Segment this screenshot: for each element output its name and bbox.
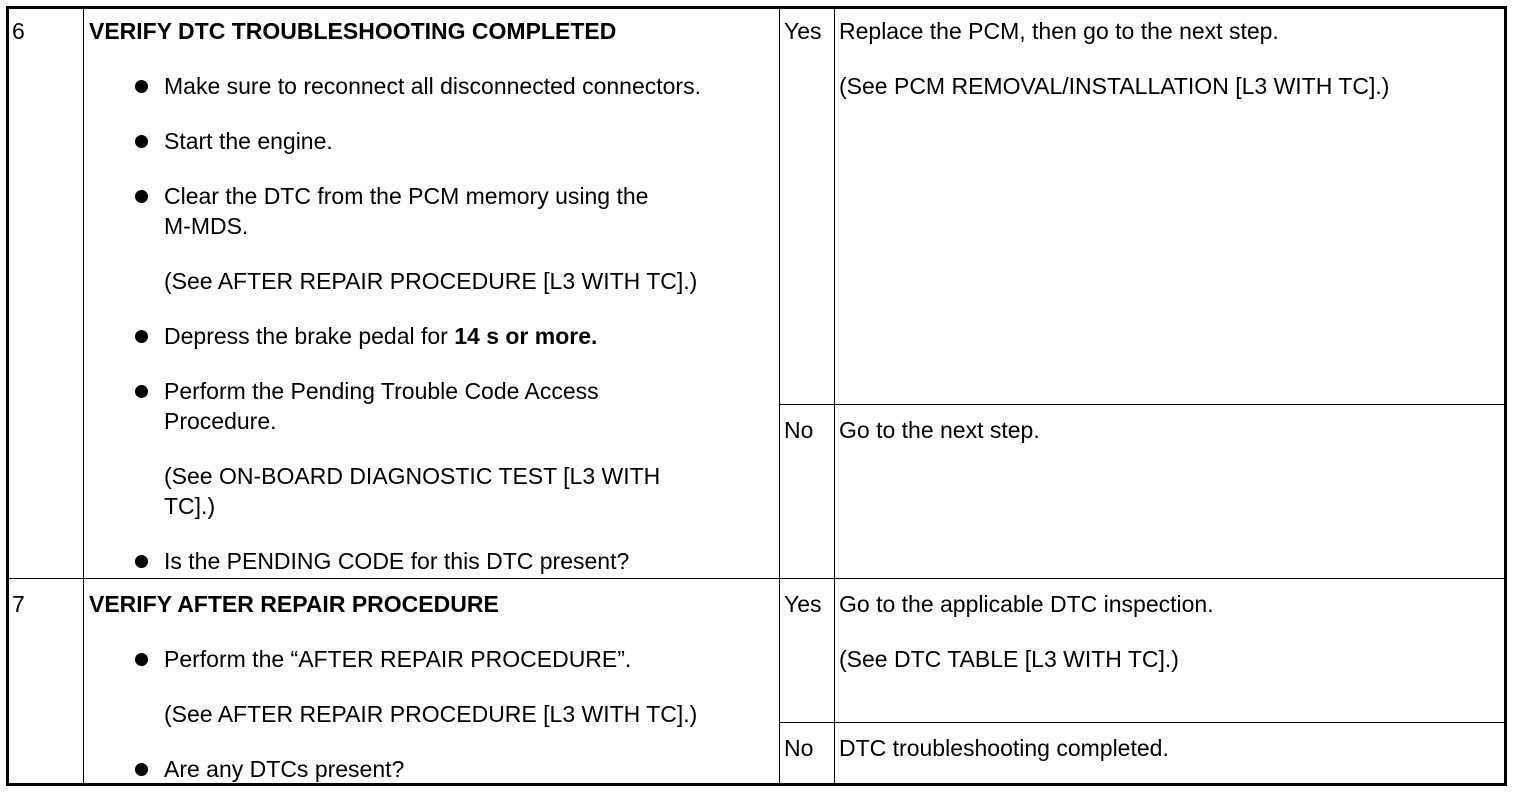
bullet-icon (135, 555, 148, 568)
no-action: DTC troubleshooting completed. (839, 735, 1169, 761)
instruction-text: Perform the Pending Trouble Code Access (164, 378, 599, 404)
reference-note: (See AFTER REPAIR PROCEDURE [L3 WITH TC]… (164, 701, 698, 727)
bullet-icon (135, 80, 148, 93)
yes-action: Replace the PCM, then go to the next ste… (839, 18, 1279, 44)
step-number: 7 (12, 591, 25, 617)
reference-note: (See PCM REMOVAL/INSTALLATION [L3 WITH T… (839, 73, 1390, 99)
row-divider (9, 578, 1504, 579)
reference-note: (See ON-BOARD DIAGNOSTIC TEST [L3 WITH (164, 463, 661, 489)
bullet-icon (135, 763, 148, 776)
instruction-text: Is the PENDING CODE for this DTC present… (164, 548, 630, 574)
instruction-text: M-MDS. (164, 213, 249, 239)
column-divider (779, 9, 780, 783)
bullet-icon (135, 135, 148, 148)
column-divider (834, 9, 835, 783)
yes-label: Yes (784, 18, 822, 44)
instruction-text: Clear the DTC from the PCM memory using … (164, 183, 649, 209)
bullet-icon (135, 330, 148, 343)
bullet-icon (135, 190, 148, 203)
instruction-text: Start the engine. (164, 128, 333, 154)
column-divider (83, 9, 84, 783)
instruction-text-part: Depress the brake pedal for (164, 323, 455, 349)
yes-no-divider (779, 722, 1504, 723)
reference-note: (See DTC TABLE [L3 WITH TC].) (839, 646, 1179, 672)
instruction-text: Perform the “AFTER REPAIR PROCEDURE”. (164, 646, 632, 672)
troubleshooting-table: 6 VERIFY DTC TROUBLESHOOTING COMPLETED M… (6, 6, 1507, 786)
yes-label: Yes (784, 591, 822, 617)
reference-note: (See AFTER REPAIR PROCEDURE [L3 WITH TC]… (164, 268, 698, 294)
bullet-icon (135, 653, 148, 666)
instruction-text: Are any DTCs present? (164, 756, 405, 782)
no-label: No (784, 417, 814, 443)
instruction-text: Depress the brake pedal for 14 s or more… (164, 321, 597, 351)
bullet-icon (135, 385, 148, 398)
no-action: Go to the next step. (839, 417, 1040, 443)
step-number: 6 (12, 18, 25, 44)
yes-action: Go to the applicable DTC inspection. (839, 591, 1214, 617)
instruction-text: Procedure. (164, 408, 277, 434)
step-title: VERIFY DTC TROUBLESHOOTING COMPLETED (89, 18, 617, 44)
step-title: VERIFY AFTER REPAIR PROCEDURE (89, 591, 499, 617)
yes-no-divider (779, 404, 1504, 405)
instruction-text: Make sure to reconnect all disconnected … (164, 73, 701, 99)
reference-note: TC].) (164, 493, 216, 519)
instruction-emphasis: 14 s or more. (454, 323, 598, 349)
no-label: No (784, 735, 814, 761)
